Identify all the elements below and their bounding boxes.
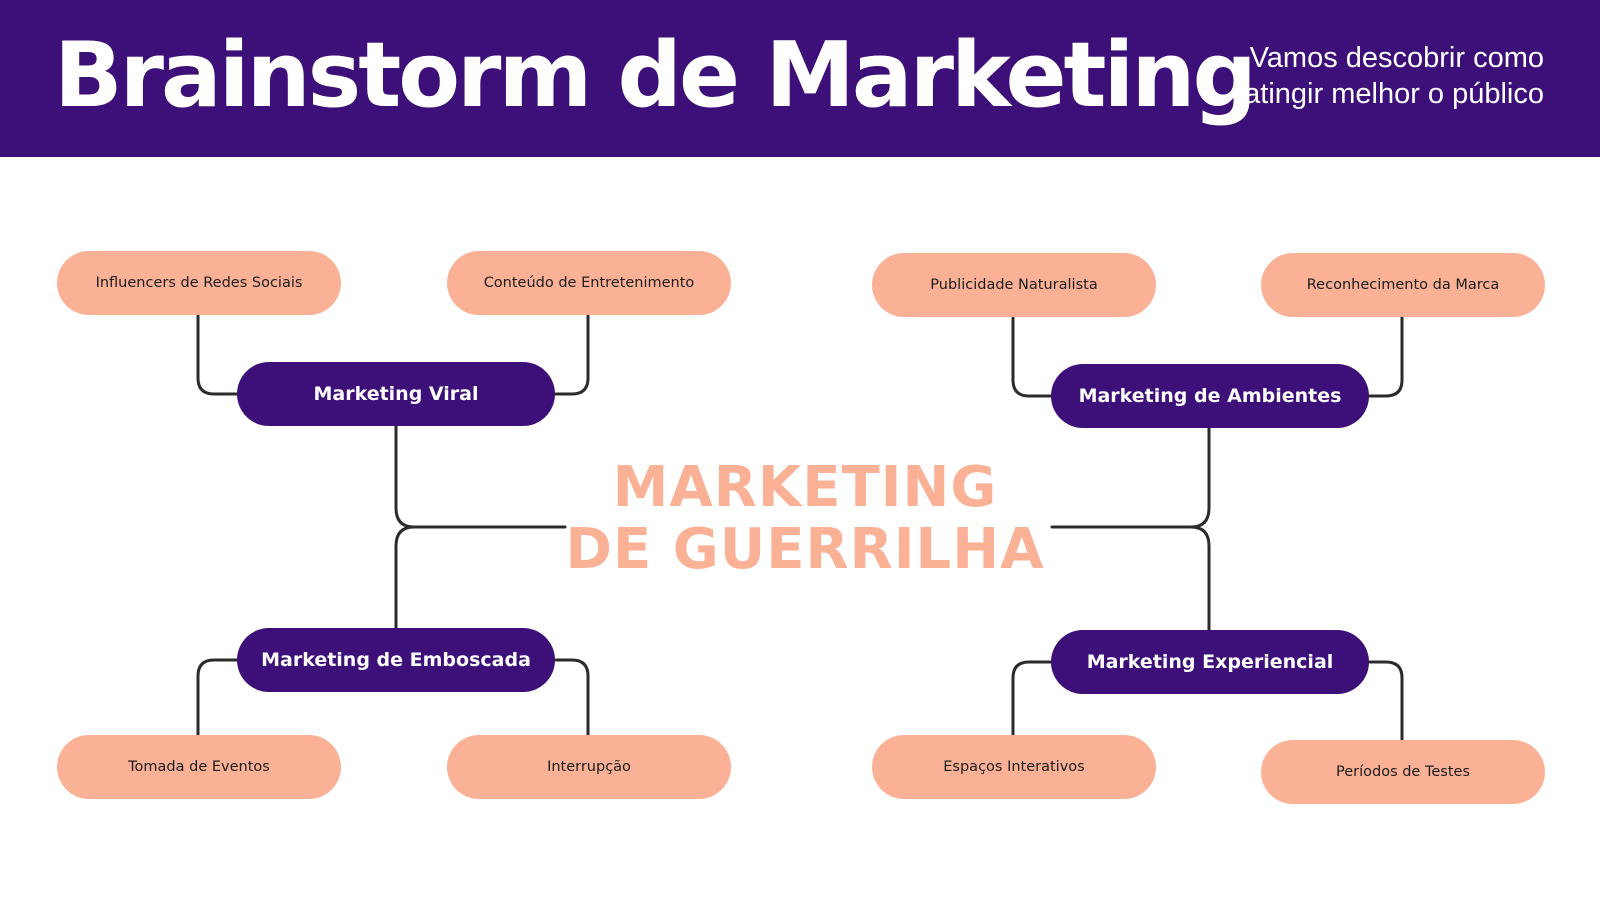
branch-marketing-ambientes: Marketing de Ambientes (1051, 364, 1369, 428)
header-banner: Brainstorm de Marketing Vamos descobrir … (0, 0, 1600, 157)
central-topic-line-1: MARKETING (612, 455, 998, 520)
subtitle-line-1: Vamos descobrir como (1249, 42, 1544, 74)
leaf-tomada-eventos: Tomada de Eventos (57, 735, 341, 799)
connector-experiencial-to-center (1189, 525, 1211, 632)
leaf-espacos-interativos: Espaços Interativos (872, 735, 1156, 799)
leaf-periodos-testes: Períodos de Testes (1261, 740, 1545, 804)
leaf-conteudo-entretenimento: Conteúdo de Entretenimento (447, 251, 731, 315)
connector-ambientes-leaf-1 (1011, 315, 1053, 398)
leaf-publicidade-naturalista: Publicidade Naturalista (872, 253, 1156, 317)
central-topic-line-2: DE GUERRILHA (565, 517, 1045, 582)
subtitle-line-2: atingir melhor o público (1244, 78, 1544, 110)
connector-viral-leaf-1 (196, 313, 239, 396)
leaf-reconhecimento-marca: Reconhecimento da Marca (1261, 253, 1545, 317)
page-subtitle: Vamos descobrir como atingir melhor o pú… (1184, 40, 1544, 112)
branch-marketing-viral: Marketing Viral (237, 362, 555, 426)
leaf-interrupcao: Interrupção (447, 735, 731, 799)
connector-viral-leaf-2 (554, 313, 590, 396)
connector-viral-to-center (394, 424, 567, 529)
connector-emboscada-leaf-1 (196, 658, 239, 737)
branch-marketing-experiencial: Marketing Experiencial (1051, 630, 1369, 694)
connector-experiencial-leaf-2 (1368, 660, 1404, 742)
branch-marketing-emboscada: Marketing de Emboscada (237, 628, 555, 692)
connector-emboscada-leaf-2 (554, 658, 590, 737)
leaf-influencers: Influencers de Redes Sociais (57, 251, 341, 315)
connector-ambientes-to-center (1050, 426, 1211, 529)
central-topic: MARKETING DE GUERRILHA (560, 457, 1050, 581)
connector-ambientes-leaf-2 (1368, 315, 1404, 398)
connector-experiencial-leaf-1 (1011, 660, 1053, 737)
connector-emboscada-to-center (394, 525, 416, 630)
page-title: Brainstorm de Marketing (54, 23, 1257, 128)
